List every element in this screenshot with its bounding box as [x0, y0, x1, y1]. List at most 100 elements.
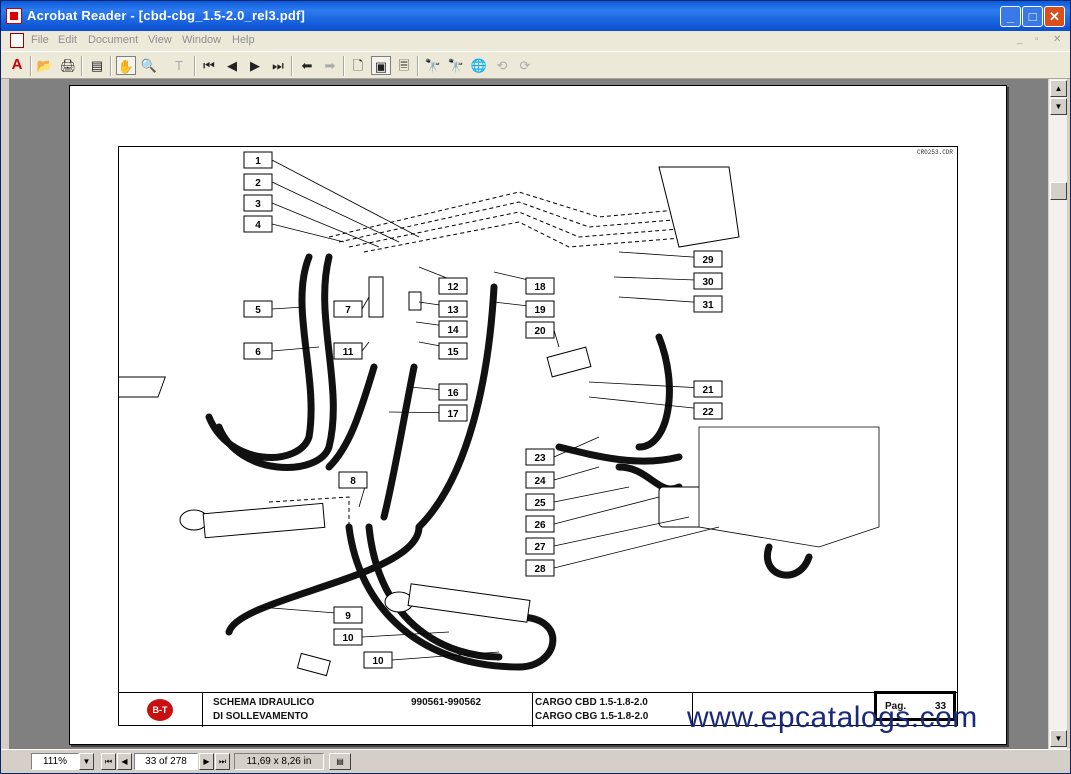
toolbar-separator [417, 56, 419, 76]
status-prev-page-button[interactable]: ◀ [117, 753, 132, 770]
menu-file[interactable]: File [31, 34, 49, 46]
callout-box [693, 380, 723, 398]
callout-box [243, 300, 273, 318]
callout-number: 4 [255, 220, 261, 231]
page-layout-button[interactable]: ▤ [329, 753, 351, 770]
callout-box [333, 628, 363, 646]
scroll-down-button[interactable]: ▼ [1050, 730, 1067, 747]
next-page-icon[interactable]: ▶ [250, 58, 260, 73]
callout-leader-line [361, 296, 370, 310]
callout-number: 24 [534, 476, 546, 487]
document-view[interactable]: CR0253.CDR [1, 79, 1048, 749]
scroll-down-small-button[interactable]: ▼ [1050, 98, 1067, 115]
bookmarks-icon[interactable]: ▤ [90, 58, 104, 73]
callout-23: 23 [525, 448, 555, 466]
callout-14: 14 [438, 320, 468, 338]
callout-22: 22 [693, 402, 723, 420]
status-last-page-button[interactable]: ⏭ [215, 753, 230, 770]
fit-width-icon[interactable]: 🗏 [398, 58, 410, 73]
callout-box [693, 295, 723, 313]
find-icon[interactable]: 🔭 [424, 58, 442, 73]
callout-2: 2 [243, 173, 273, 191]
fit-page-icon[interactable]: ▣ [371, 56, 391, 75]
mdi-minimize-button[interactable]: _ [1017, 34, 1023, 45]
callout-box [438, 300, 468, 318]
callout-number: 10 [372, 656, 384, 667]
minimize-button[interactable]: _ [1000, 6, 1021, 27]
pag-number: 33 [935, 701, 947, 712]
zoom-dropdown-button[interactable]: ▼ [79, 753, 94, 770]
vertical-scrollbar[interactable]: ▲ ▼ ▼ [1048, 79, 1067, 749]
callout-number: 10 [342, 633, 354, 644]
callout-number: 22 [702, 407, 714, 418]
last-page-icon[interactable]: ⏭ [272, 58, 284, 73]
callout-leader-line [553, 516, 690, 547]
callout-number: 6 [255, 347, 261, 358]
print-icon[interactable]: 🖨 [59, 58, 77, 73]
first-page-icon[interactable]: ⏮ [203, 58, 215, 73]
text-select-icon[interactable]: T [175, 58, 183, 73]
callout-leader-line [553, 526, 720, 569]
zoom-icon[interactable]: 🔍 [140, 58, 158, 73]
rotate-left-icon[interactable]: ⟲ [496, 58, 508, 73]
adobe-logo-icon: A [11, 56, 23, 73]
menu-window[interactable]: Window [182, 34, 222, 46]
schema-title-line2: DI SOLLEVAMENTO [213, 711, 309, 722]
callout-17: 17 [438, 404, 468, 422]
callout-21: 21 [693, 380, 723, 398]
prev-page-icon[interactable]: ◀ [227, 58, 237, 73]
hand-icon[interactable]: ✋ [116, 56, 136, 75]
callout-6: 6 [243, 342, 273, 360]
callout-number: 7 [345, 305, 351, 316]
menu-document[interactable]: Document [88, 34, 139, 46]
callout-11: 11 [333, 342, 363, 360]
back-icon[interactable]: ⬅ [301, 58, 313, 73]
callout-number: 29 [702, 255, 714, 266]
menu-help[interactable]: Help [232, 34, 255, 46]
callout-9: 9 [333, 606, 363, 624]
status-next-page-button[interactable]: ▶ [199, 753, 214, 770]
menu-edit[interactable]: Edit [58, 34, 77, 46]
callout-number: 31 [702, 300, 714, 311]
callout-number: 25 [534, 498, 546, 509]
close-button[interactable]: ✕ [1044, 6, 1065, 27]
toolbar-separator [81, 56, 83, 76]
callout-4: 4 [243, 215, 273, 233]
callout-number: 14 [447, 325, 459, 336]
callout-box [333, 300, 363, 318]
toolbar-separator [291, 56, 293, 76]
callout-leader-line [271, 159, 420, 238]
page-number-field[interactable]: 33 of 278 [134, 753, 198, 770]
acrobat-app-icon[interactable] [6, 8, 22, 24]
callout-leader-line [271, 202, 380, 248]
scroll-up-button[interactable]: ▲ [1050, 80, 1067, 97]
callout-24: 24 [525, 471, 555, 489]
callout-number: 30 [702, 277, 714, 288]
maximize-button[interactable]: □ [1022, 6, 1043, 27]
toolbar-separator [194, 56, 196, 76]
forward-icon[interactable]: ➡ [324, 58, 336, 73]
actual-size-icon[interactable]: 🗋 [352, 58, 364, 73]
callout-box [525, 537, 555, 555]
title-block-title-cell: SCHEMA IDRAULICO DI SOLLEVAMENTO 990561-… [203, 693, 533, 727]
mdi-restore-button[interactable]: ▫ [1035, 34, 1039, 45]
rotate-right-icon[interactable]: ⟳ [519, 58, 531, 73]
find-again-icon[interactable]: 🔭 [447, 58, 465, 73]
document-icon[interactable] [10, 33, 24, 48]
page-size-display: 11,69 x 8,26 in [234, 753, 324, 770]
mdi-close-button[interactable]: ✕ [1053, 34, 1062, 45]
callout-19: 19 [525, 300, 555, 318]
web-icon[interactable]: 🌐 [470, 58, 488, 73]
open-icon[interactable]: 📂 [36, 58, 54, 73]
menu-view[interactable]: View [148, 34, 172, 46]
status-first-page-button[interactable]: ⏮ [101, 753, 116, 770]
toolbar: A 📂 🖨 ▤ ✋ 🔍 T ⏮ ◀ ▶ ⏭ ⬅ ➡ 🗋 ▣ 🗏 🔭 🔭 🌐 ⟲ … [1, 51, 1070, 79]
scroll-thumb[interactable] [1050, 182, 1067, 200]
zoom-field[interactable]: 111% [31, 753, 79, 770]
callout-box [525, 515, 555, 533]
bt-logo: B-T [147, 699, 173, 721]
callout-box [243, 194, 273, 212]
callout-number: 1 [255, 156, 261, 167]
callout-number: 26 [534, 520, 546, 531]
